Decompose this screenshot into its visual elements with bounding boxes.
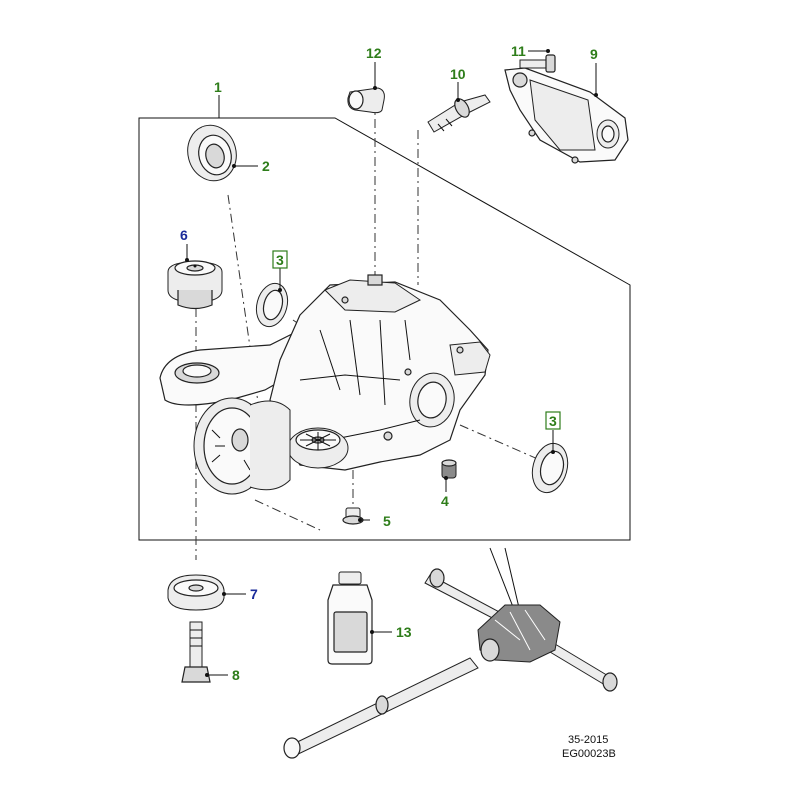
part-11-bolt	[519, 54, 556, 73]
callout-8: 8	[232, 667, 240, 683]
callout-13: 13	[396, 624, 412, 640]
differential-housing	[159, 274, 491, 495]
part-3-left-seal	[255, 282, 289, 328]
part-4-plug	[441, 459, 457, 479]
part-12-breather-cap	[347, 87, 385, 114]
callout-11: 11	[511, 43, 526, 59]
assembly-frame	[138, 95, 631, 541]
callout-3-left-box	[272, 250, 288, 269]
part-6-mount-bush	[167, 260, 223, 310]
callout-12: 12	[366, 45, 382, 61]
callout-6: 6	[180, 227, 188, 243]
callout-3-right: 3	[549, 413, 557, 429]
figure-code: EG00023B	[562, 748, 616, 760]
callout-7: 7	[250, 586, 258, 602]
part-2-oil-seal	[187, 124, 237, 182]
driveline-locator	[283, 547, 618, 759]
leader-lines	[185, 49, 598, 677]
callout-2: 2	[262, 158, 270, 174]
callout-10: 10	[450, 66, 466, 82]
figure-ref: 35-2015	[568, 734, 608, 746]
assembly-dashed-lines	[195, 100, 541, 560]
callout-4: 4	[441, 493, 449, 509]
callout-3-left: 3	[276, 252, 284, 268]
part-13-fluid-bottle	[327, 571, 373, 665]
part-7-mount-bush	[167, 574, 225, 611]
callout-3-right-box	[545, 411, 561, 430]
callout-9: 9	[590, 46, 598, 62]
callouts: 1 2 3 3 4 5 6 7 8 9 10 11 12 13	[180, 43, 598, 683]
callout-1: 1	[214, 79, 222, 95]
callout-5: 5	[383, 513, 391, 529]
part-9-bracket	[504, 67, 629, 164]
part-8-long-bolt	[181, 621, 211, 683]
part-3-right-seal	[531, 442, 569, 494]
